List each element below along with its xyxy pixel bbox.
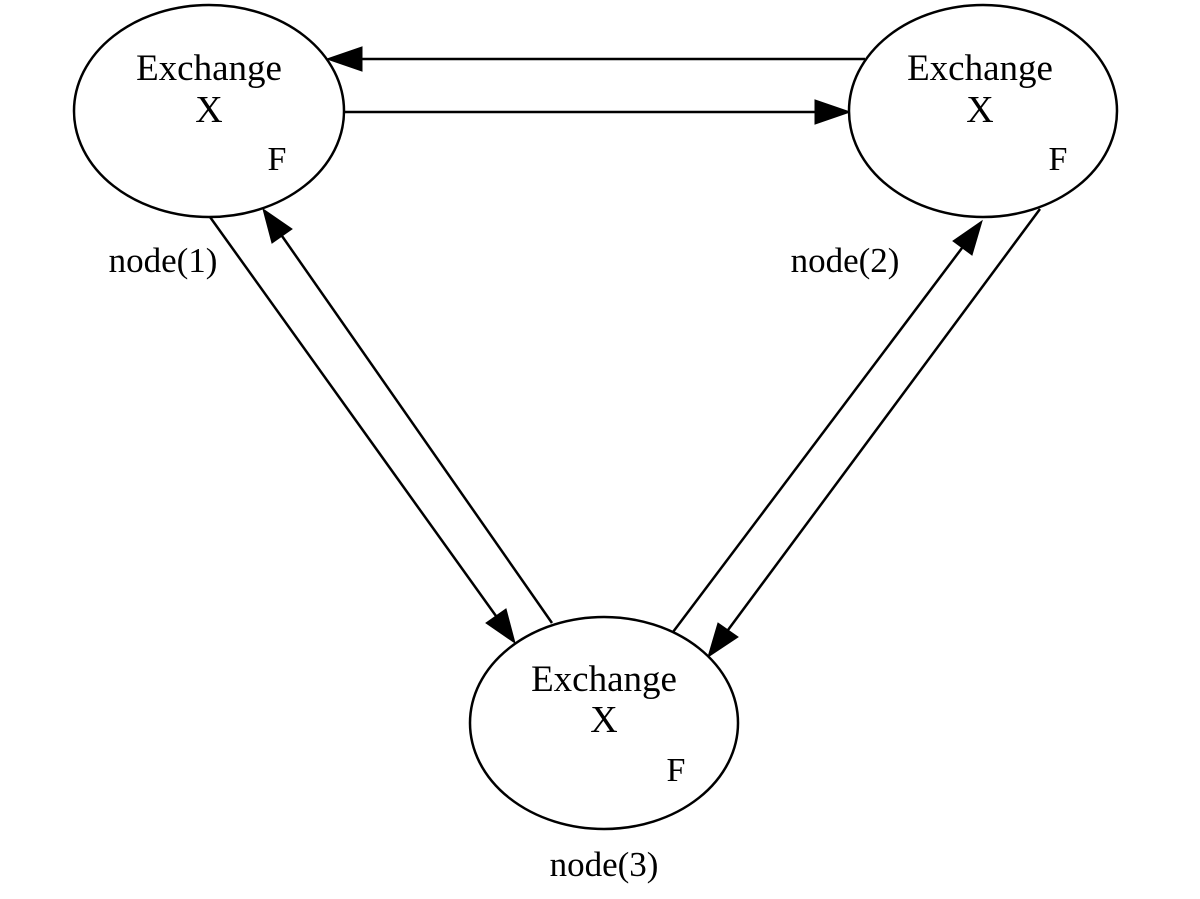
node-ellipse	[847, 3, 1119, 219]
node-label-1: node(1)	[109, 241, 218, 280]
edge-node3-to-node1[interactable]	[262, 207, 554, 624]
arrow-head	[814, 99, 852, 125]
node-1[interactable]: Exchange X F	[72, 3, 346, 219]
node-title: Exchange	[531, 659, 677, 700]
node-tag: F	[1049, 141, 1068, 178]
node-tag: F	[667, 752, 686, 789]
node-label-2: node(2)	[791, 241, 900, 280]
node-symbol: X	[966, 89, 993, 131]
node-ellipse	[468, 615, 740, 831]
edge-node2-to-node1[interactable]	[325, 46, 865, 72]
node-title: Exchange	[136, 48, 282, 89]
edge-node3-to-node2[interactable]	[672, 219, 983, 633]
arrow-head	[325, 46, 363, 72]
node-label-3: node(3)	[550, 845, 659, 884]
node-ellipse	[72, 3, 346, 219]
node-title: Exchange	[907, 48, 1053, 89]
node-2[interactable]: Exchange X F	[847, 3, 1119, 219]
arrow-head	[262, 207, 293, 244]
arrow-head	[485, 608, 516, 645]
node-3[interactable]: Exchange X F	[468, 615, 740, 831]
edge-node2-to-node3[interactable]	[707, 208, 1042, 659]
edge-node1-to-node2[interactable]	[344, 99, 852, 125]
node-symbol: X	[195, 89, 222, 131]
arrow-head	[707, 622, 739, 659]
arrow-head	[952, 219, 983, 256]
node-tag: F	[268, 141, 287, 178]
edges	[208, 46, 1042, 659]
edge-node1-to-node3[interactable]	[208, 216, 516, 645]
node-symbol: X	[590, 699, 617, 741]
